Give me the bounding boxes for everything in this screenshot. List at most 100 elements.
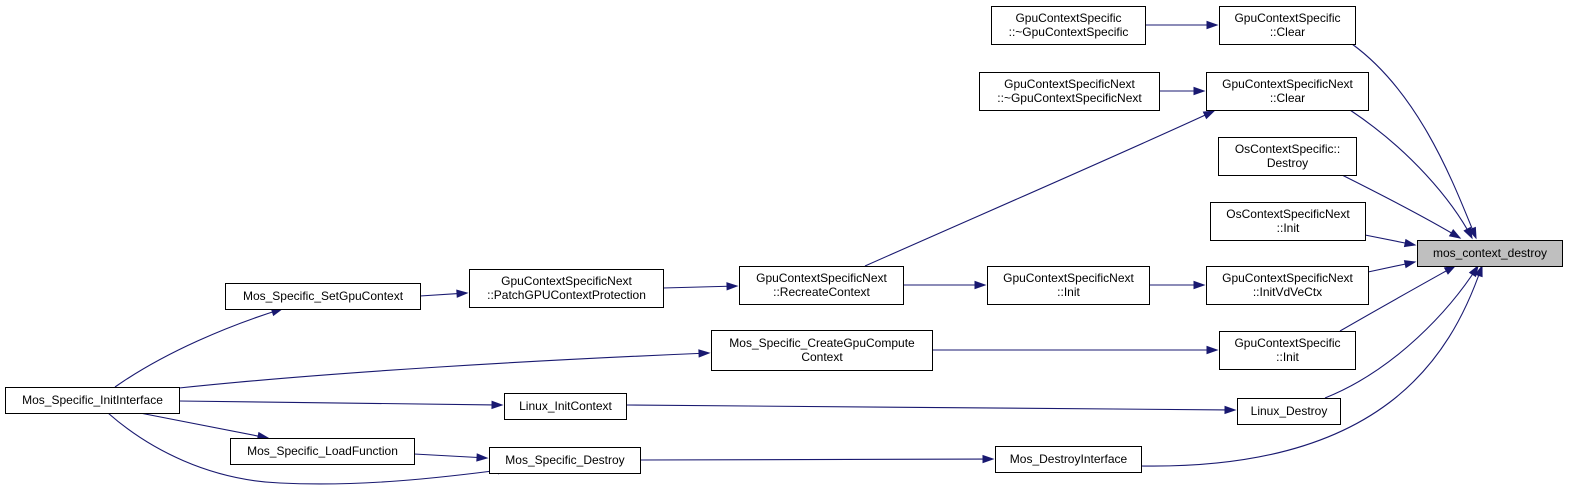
node-label-line: Context xyxy=(801,350,843,364)
node-box xyxy=(230,438,415,465)
node-box xyxy=(711,330,933,371)
call-edge-msp_initif-to-msp_creategpu xyxy=(178,349,711,389)
node-label-line: GpuContextSpecific xyxy=(1234,336,1340,350)
edge-line xyxy=(864,110,1215,267)
node-label-line: ::~GpuContextSpecific xyxy=(1009,25,1129,39)
node-label-line: ::RecreateContext xyxy=(773,285,870,299)
call-edge-ocs_destroy-to-mcd xyxy=(1341,174,1462,239)
edge-arrowhead xyxy=(1206,345,1219,355)
node-label-line: ::Init xyxy=(1276,350,1299,364)
node-label-line: ::~GpuContextSpecificNext xyxy=(997,91,1142,105)
edge-arrowhead xyxy=(1403,260,1417,269)
node-gcsn-patch[interactable]: GpuContextSpecificNext::PatchGPUContextP… xyxy=(469,269,664,308)
node-box xyxy=(469,269,664,308)
node-label-line: ::Clear xyxy=(1270,25,1305,39)
node-box xyxy=(1218,137,1357,176)
node-label-line: GpuContextSpecificNext xyxy=(1004,77,1135,91)
edge-arrowhead xyxy=(974,280,987,290)
node-gcs-init[interactable]: GpuContextSpecific::Init xyxy=(1219,331,1356,370)
node-ocsn-init[interactable]: OsContextSpecificNext::Init xyxy=(1210,202,1366,241)
edge-line xyxy=(1351,43,1477,239)
node-box xyxy=(1237,398,1341,425)
edge-arrowhead xyxy=(1193,280,1206,290)
node-mcd[interactable]: mos_context_destroy xyxy=(1417,240,1563,267)
edge-arrowhead xyxy=(1202,110,1216,120)
node-label-line: Destroy xyxy=(1267,156,1308,170)
edge-line xyxy=(178,400,494,406)
node-label-line: Mos_DestroyInterface xyxy=(1010,452,1128,466)
node-label-line: GpuContextSpecificNext xyxy=(1003,271,1134,285)
edge-arrowhead xyxy=(1463,226,1473,240)
edge-line xyxy=(1140,265,1483,467)
node-label-line: GpuContextSpecificNext xyxy=(756,271,887,285)
node-linux-init[interactable]: Linux_InitContext xyxy=(504,393,627,420)
node-box xyxy=(979,72,1160,111)
node-mos-destroyif[interactable]: Mos_DestroyInterface xyxy=(995,446,1142,473)
node-gcsn-initvd[interactable]: GpuContextSpecificNext::InitVdVeCtx xyxy=(1206,266,1369,305)
node-label-line: GpuContextSpecificNext xyxy=(501,274,632,288)
node-ocs-destroy[interactable]: OsContextSpecific::Destroy xyxy=(1218,137,1357,176)
edge-arrowhead xyxy=(1443,265,1457,275)
call-edge-gcsn_initvd-to-mcd xyxy=(1367,260,1417,273)
node-label-line: ::PatchGPUContextProtection xyxy=(487,288,646,302)
edge-line xyxy=(1324,265,1479,399)
call-edge-gcs_dtor-to-gcs_clear xyxy=(1145,20,1219,30)
edge-arrowhead xyxy=(1193,86,1206,96)
edge-line xyxy=(625,404,1227,411)
edge-line xyxy=(639,458,985,461)
node-box xyxy=(5,387,180,414)
node-gcsn-clear[interactable]: GpuContextSpecificNext::Clear xyxy=(1206,72,1369,111)
node-box xyxy=(1210,202,1366,241)
edge-arrowhead xyxy=(1206,20,1219,30)
node-label-line: Mos_Specific_CreateGpuCompute xyxy=(729,336,915,350)
edge-line xyxy=(114,308,283,388)
node-linux-destroy[interactable]: Linux_Destroy xyxy=(1237,398,1341,425)
edge-line xyxy=(178,352,710,389)
node-label-line: OsContextSpecificNext xyxy=(1226,207,1350,221)
node-box xyxy=(739,266,904,305)
edge-arrowhead xyxy=(476,453,489,462)
node-label-line: Mos_Specific_Destroy xyxy=(505,453,624,467)
node-label-line: ::Init xyxy=(1277,221,1300,235)
node-label-line: GpuContextSpecificNext xyxy=(1222,77,1353,91)
edge-arrowhead xyxy=(698,349,711,358)
node-label-line: Linux_Destroy xyxy=(1251,404,1328,418)
node-msp-initif[interactable]: Mos_Specific_InitInterface xyxy=(5,387,180,414)
node-label-line: GpuContextSpecificNext xyxy=(1222,271,1353,285)
call-edge-msp_initif-to-msp_loadfn xyxy=(139,412,270,441)
call-edge-gcsn_init-to-gcsn_initvd xyxy=(1149,280,1206,290)
node-msp-loadfn[interactable]: Mos_Specific_LoadFunction xyxy=(230,438,415,465)
node-label-line: ::InitVdVeCtx xyxy=(1253,285,1322,299)
call-edge-ocsn_init-to-mcd xyxy=(1364,234,1417,248)
edge-arrowhead xyxy=(1474,264,1483,278)
edge-line xyxy=(1367,263,1407,273)
node-label-line: Mos_Specific_InitInterface xyxy=(22,393,163,407)
edge-line xyxy=(1341,174,1461,239)
node-label-line: ::Init xyxy=(1057,285,1080,299)
edge-line xyxy=(107,412,509,485)
node-gcsn-recreate[interactable]: GpuContextSpecificNext::RecreateContext xyxy=(739,266,904,305)
node-gcs-clear[interactable]: GpuContextSpecific::Clear xyxy=(1219,6,1356,45)
node-box xyxy=(1206,72,1369,111)
node-gcsn-dtor[interactable]: GpuContextSpecificNext::~GpuContextSpeci… xyxy=(979,72,1160,111)
call-edge-linux_init-to-linux_destroy xyxy=(625,404,1237,415)
edge-line xyxy=(1349,109,1473,239)
node-gcs-dtor[interactable]: GpuContextSpecific::~GpuContextSpecific xyxy=(991,6,1146,45)
edge-arrowhead xyxy=(491,400,504,410)
node-label-line: OsContextSpecific:: xyxy=(1235,142,1340,156)
edge-line xyxy=(413,453,479,459)
node-gcsn-init[interactable]: GpuContextSpecificNext::Init xyxy=(987,266,1150,305)
node-msp-destroy[interactable]: Mos_Specific_Destroy xyxy=(489,447,641,474)
call-edge-gcsn_clear-to-mcd xyxy=(1349,109,1473,240)
call-edge-msp_initif-to-msp_setgpu xyxy=(114,308,284,388)
call-edge-mos_destroyif-to-mcd xyxy=(1140,264,1483,467)
node-label-line: mos_context_destroy xyxy=(1433,246,1547,260)
edge-arrowhead xyxy=(1403,238,1417,248)
node-msp-setgpu[interactable]: Mos_Specific_SetGpuContext xyxy=(225,283,421,310)
call-edge-msp_loadfn-to-msp_destroy xyxy=(413,453,489,462)
node-label-line: GpuContextSpecific xyxy=(1015,11,1121,25)
edge-arrowhead xyxy=(1224,405,1237,415)
call-edge-gcsn_dtor-to-gcsn_clear xyxy=(1159,86,1206,96)
